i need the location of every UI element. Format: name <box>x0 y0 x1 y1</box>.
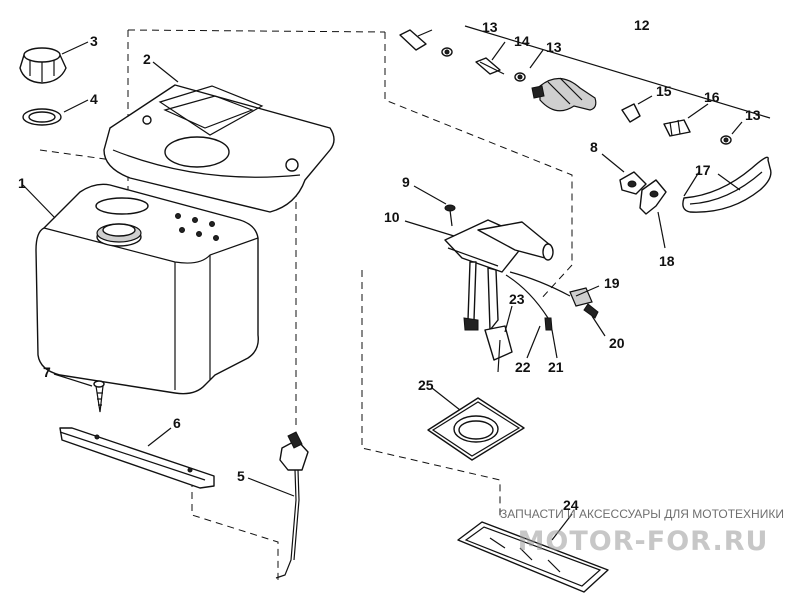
tank-cover-holes <box>175 213 219 241</box>
callout-labels: 1 2 3 4 5 6 7 8 9 10 12 13 13 13 14 15 1… <box>18 17 761 513</box>
tank-decal-plate <box>457 521 609 593</box>
callout-22: 22 <box>515 359 531 375</box>
filler-cap <box>19 47 67 84</box>
fuel-pickup <box>444 219 571 373</box>
screw-9 <box>444 204 456 227</box>
watermark-logo: MOTOR-FOR.RU <box>518 526 769 557</box>
callout-17: 17 <box>695 162 711 178</box>
hose-clamp-13c <box>720 135 732 145</box>
callout-2: 2 <box>143 51 151 67</box>
primer-bulb <box>531 77 597 112</box>
wire-connector-19 <box>569 287 593 307</box>
callout-23: 23 <box>509 291 525 307</box>
screw-7 <box>93 380 105 413</box>
wire-terminal-21 <box>544 317 553 331</box>
hose-clamp-15 <box>621 103 641 123</box>
hose-clamp-13b <box>514 72 526 82</box>
callout-3: 3 <box>90 33 98 49</box>
hose-clamp-18 <box>639 179 667 215</box>
callout-21: 21 <box>548 359 564 375</box>
callout-10: 10 <box>384 209 400 225</box>
callout-9: 9 <box>402 174 410 190</box>
pickup-gasket <box>427 397 525 461</box>
callout-12: 12 <box>634 17 650 33</box>
callout-14: 14 <box>514 33 530 49</box>
callout-24: 24 <box>563 497 579 513</box>
callout-1: 1 <box>18 175 26 191</box>
callout-20: 20 <box>609 335 625 351</box>
callout-13c: 13 <box>745 107 761 123</box>
fuel-gauge <box>275 431 309 579</box>
watermark-caption: ЗАПЧАСТИ И АКСЕССУАРЫ ДЛЯ МОТОТЕХНИКИ <box>500 507 784 521</box>
callout-16: 16 <box>704 89 720 105</box>
tank-cover <box>103 84 335 213</box>
fuel-tank <box>35 183 259 395</box>
connector-sleeve <box>399 29 427 51</box>
callout-18: 18 <box>659 253 675 269</box>
callout-7: 7 <box>43 364 51 380</box>
leader-lines <box>22 25 771 541</box>
cap-gasket <box>22 108 62 126</box>
hose-clamp-8 <box>619 171 647 195</box>
callout-4: 4 <box>90 91 98 107</box>
callout-8: 8 <box>590 139 598 155</box>
wire-connector-20 <box>583 303 599 319</box>
watermark: ЗАПЧАСТИ И АКСЕССУАРЫ ДЛЯ МОТОТЕХНИКИ MO… <box>500 507 784 557</box>
fitting-14 <box>475 57 505 75</box>
callout-15: 15 <box>656 83 672 99</box>
callout-19: 19 <box>604 275 620 291</box>
callout-6: 6 <box>173 415 181 431</box>
callout-13b: 13 <box>546 39 562 55</box>
callout-25: 25 <box>418 377 434 393</box>
callout-13a: 13 <box>482 19 498 35</box>
callout-5: 5 <box>237 468 245 484</box>
mounting-bracket <box>59 427 215 489</box>
fuel-hose <box>682 156 772 213</box>
hose-clamp-13a <box>441 47 453 57</box>
fitting-16 <box>663 119 691 137</box>
